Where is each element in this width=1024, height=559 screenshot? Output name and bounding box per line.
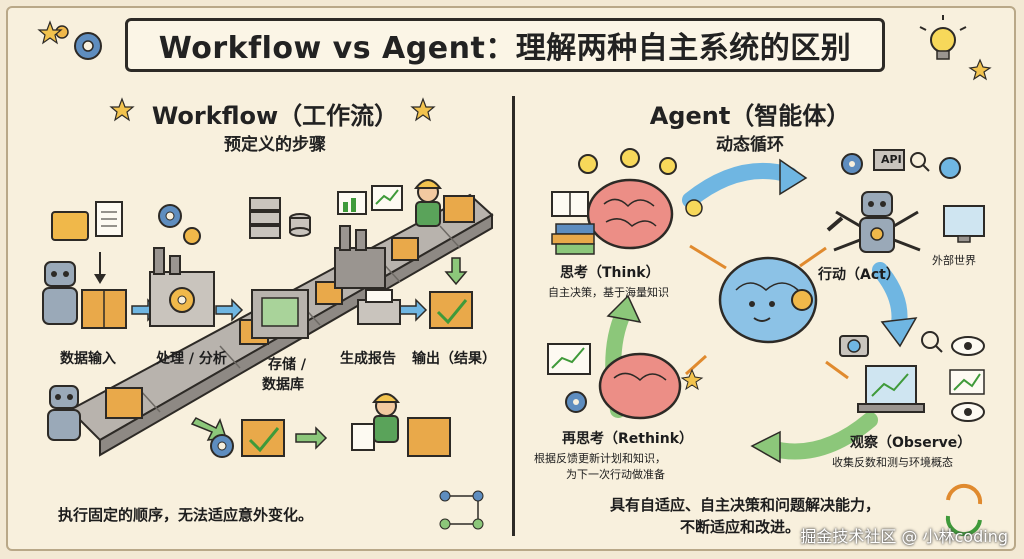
wrench-icon — [826, 216, 844, 232]
box-icon — [443, 195, 475, 223]
step-storage: 存储 / — [268, 357, 306, 373]
worker-icon — [371, 393, 401, 443]
book-icon — [551, 191, 589, 217]
title-star-icon — [37, 20, 63, 45]
document-icon — [95, 201, 123, 237]
box-icon — [407, 417, 451, 457]
database-icon — [289, 213, 311, 237]
agent-subheading: 动态循环 — [716, 135, 784, 155]
gear-icon — [565, 391, 587, 413]
rethink-description-line2: 为下一次行动做准备 — [566, 468, 665, 481]
refresh-cycle-icon — [945, 483, 983, 537]
box-icon — [391, 237, 419, 261]
laptop-chart-icon — [857, 365, 925, 413]
box-icon — [105, 387, 143, 419]
magnifier-icon — [921, 331, 943, 353]
think-label: 思考（Think） — [560, 265, 660, 281]
globe-icon — [939, 157, 961, 179]
workflow-star-right-icon — [410, 97, 436, 122]
workflow-footer: 执行固定的顺序，无法适应意外变化。 — [58, 506, 314, 524]
api-icon — [873, 149, 905, 171]
step-output: 输出（结果） — [412, 351, 496, 367]
external-world-label: 外部世界 — [932, 254, 976, 267]
step-process: 处理 / 分析 — [156, 351, 227, 367]
api-label: API — [881, 153, 902, 166]
cycle-arrow-right — [872, 262, 918, 348]
search-icon — [910, 152, 930, 172]
page-title: Workflow vs Agent：理解两种自主系统的区别 — [125, 18, 885, 72]
observe-label: 观察（Observe） — [850, 435, 972, 451]
observe-description: 收集反数和测与环境概态 — [832, 456, 953, 469]
camera-icon — [839, 335, 869, 357]
factory-icon — [149, 247, 215, 327]
server-icon — [249, 197, 281, 239]
clock-icon — [685, 199, 703, 217]
section-divider — [512, 96, 515, 536]
monitor-icon — [943, 205, 985, 243]
trend-icon — [949, 369, 985, 395]
title-sparkle-icon — [968, 58, 992, 81]
clipboard-icon — [351, 423, 375, 451]
flow-arrows-bottom — [190, 257, 468, 450]
title-gear-icon — [55, 25, 102, 60]
workflow-subheading: 预定义的步骤 — [224, 135, 326, 155]
printer-icon — [357, 289, 401, 325]
cycle-arrow-top — [682, 158, 808, 208]
bar-chart-icon — [337, 191, 367, 215]
processing-machine-icon — [251, 289, 309, 339]
process-flow-icon — [439, 490, 484, 530]
scanner-machine-icon — [334, 225, 386, 289]
rethink-brain-icon — [598, 352, 682, 420]
step-report: 生成报告 — [340, 351, 396, 367]
cycle-arrow-bottom — [750, 412, 878, 464]
worker-icon — [413, 179, 443, 227]
rethink-description-line1: 根据反馈更新计划和知识， — [534, 452, 666, 465]
step-database: 数据库 — [262, 377, 304, 393]
robot-bottom-icon — [47, 385, 81, 441]
folder-icon — [51, 211, 89, 241]
connector-arrows — [684, 244, 849, 380]
think-brain-icon — [586, 178, 674, 250]
title-lightbulb-icon — [919, 15, 967, 60]
agent-footer-line1: 具有自适应、自主决策和问题解决能力， — [610, 496, 881, 514]
chart-board-icon — [547, 343, 591, 375]
lightbulb-icon — [578, 148, 677, 175]
workflow-heading: Workflow（工作流） — [151, 102, 399, 130]
rethink-label: 再思考（Rethink） — [562, 431, 694, 447]
act-label: 行动（Act） — [818, 267, 900, 283]
robot-icon — [42, 261, 78, 325]
gear-icon — [158, 204, 201, 245]
agent-heading: Agent（智能体） — [649, 102, 851, 130]
think-description: 自主决策，基于海量知识 — [548, 286, 669, 299]
workflow-star-left-icon — [109, 97, 135, 122]
step-data-input: 数据输入 — [60, 351, 116, 367]
box-check-icon — [429, 291, 473, 329]
eye-icon — [951, 402, 985, 422]
box-check-icon — [241, 419, 285, 457]
book-stack-icon — [551, 223, 595, 255]
sparkle-icon — [680, 368, 704, 391]
agent-robot-icon — [833, 191, 921, 253]
line-chart-icon — [371, 185, 403, 211]
gear-icon — [841, 153, 863, 175]
eye-icon — [951, 336, 985, 356]
gear-icon — [210, 434, 234, 458]
box-icon — [81, 289, 127, 329]
agent-footer-line2: 不断适应和改进。 — [680, 518, 801, 536]
central-brain-icon — [718, 256, 818, 344]
watermark: 掘金技术社区 @ 小林coding — [800, 527, 1008, 546]
